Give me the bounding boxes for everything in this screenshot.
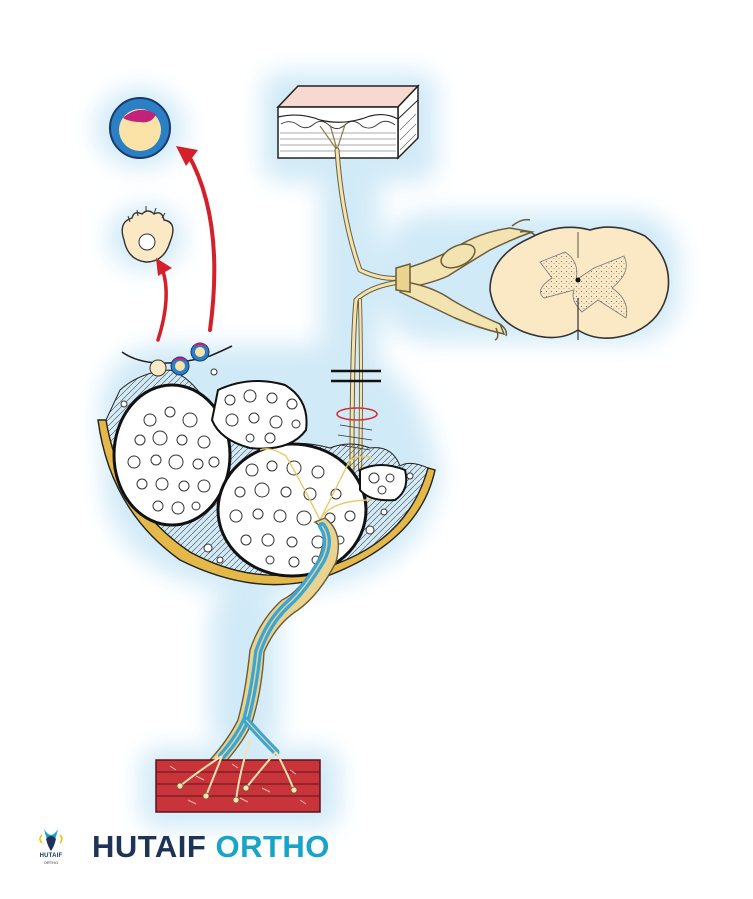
red-arrows [156,146,217,342]
skin-block [276,84,420,160]
brand-name: HUTAIF ORTHO [92,829,330,865]
axon-cluster-center [229,460,356,568]
axon-cluster-right [368,472,414,495]
surface-cells [121,342,233,377]
brand-word-ortho: ORTHO [215,829,330,864]
scattered-axons [120,368,388,564]
spinal-nerve-roots [395,218,537,341]
brand-mark-text: HUTAIF [39,853,63,859]
brand-emblem-icon [39,829,63,851]
brand-logo: HUTAIF ORTHO HUTAIF ORTHO [32,822,330,872]
nerve-cut-marks [331,369,381,451]
myelinating-cell-icon [109,97,171,159]
brand-word-hutaif: HUTAIF [92,829,207,864]
yellow-fiber-branches [259,448,373,521]
muscle-block [155,739,321,813]
nerve-cross-section [97,368,436,586]
brand-mark-subtext: ORTHO [43,860,59,865]
axon-cluster-upper [224,389,301,444]
spinal-cord-section [489,226,670,340]
brand-mark: HUTAIF ORTHO [32,825,70,869]
axon-cluster-left [127,406,220,515]
nonmyelinating-cell-icon [121,206,174,263]
